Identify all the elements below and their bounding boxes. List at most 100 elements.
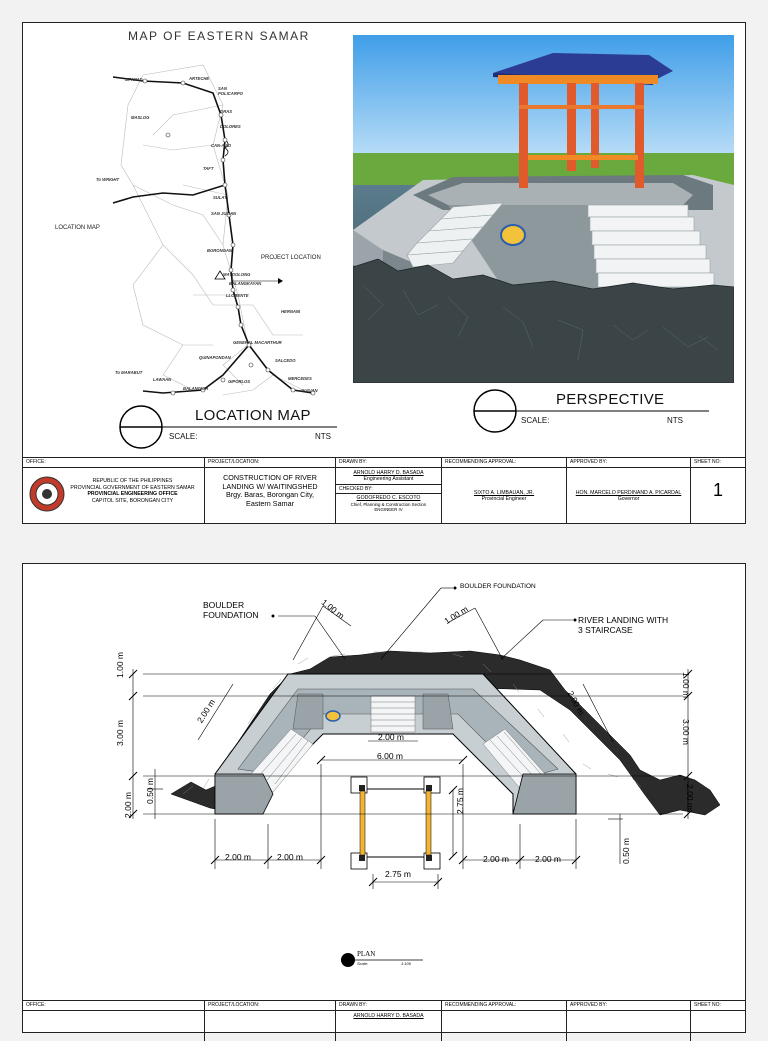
checked-by-name: GODOFREDO C. ESCOTO xyxy=(356,495,421,501)
office-cell: OFFICE: REPUBLIC OF THE PHILIPPINES PROV… xyxy=(23,458,205,524)
drawn-by-name: ARNOLD HARRY D. BASADA xyxy=(353,1013,424,1019)
dim-label: 1.00 m xyxy=(115,652,125,678)
title-block-2: OFFICE: PROJECT/LOCATION: DRAWN BY: ARNO… xyxy=(23,1000,745,1041)
dim-label: 1.00 m xyxy=(681,672,691,698)
dim-label: 2.75 m xyxy=(455,788,465,814)
dim-label: 3.00 m xyxy=(115,720,125,746)
dim-label: 2.00 m xyxy=(685,784,695,810)
approved-cell: APPROVED BY: HON. MARCELO PERDINAND A. P… xyxy=(567,458,691,524)
dim-label: 0.50 m xyxy=(621,838,631,864)
drawn-header: DRAWN BY: xyxy=(336,458,441,468)
town-label: GIPORLOS xyxy=(228,379,251,384)
plan-scale-label: Scale: xyxy=(357,961,369,966)
town-label: LLORENTE xyxy=(226,293,249,298)
office-header: OFFICE: xyxy=(23,1001,204,1011)
perspective-scale-value: NTS xyxy=(667,416,683,425)
town-label: TAFT xyxy=(203,166,214,171)
office-line: CAPITOL SITE, BORONGAN CITY xyxy=(91,497,174,504)
boulder-foundation-label: BOULDER xyxy=(203,600,245,610)
dim-label: 2.00 m xyxy=(123,792,133,818)
sheet-no-header: SHEET NO: xyxy=(691,458,745,468)
drawing-sheet-1: MAP OF EASTERN SAMAR xyxy=(22,22,746,524)
perspective-title: PERSPECTIVE xyxy=(556,391,665,408)
recommending-name: SIXTO A. LIMBAUAN, JR. xyxy=(473,490,535,496)
town-label: GUIUAN xyxy=(301,388,318,393)
town-label: MASLOG xyxy=(131,115,150,120)
town-label: DOLORES xyxy=(220,124,241,129)
sheet-no-header: SHEET NO: xyxy=(691,1001,745,1011)
location-map-side-label: LOCATION MAP xyxy=(55,225,100,231)
town-label: MERCEDES xyxy=(288,376,312,381)
dim-label: 2.75 m xyxy=(385,869,411,879)
location-scale-value: NTS xyxy=(315,432,331,441)
dim-label: 2.00 m xyxy=(483,854,509,864)
town-label: HERNANI xyxy=(281,309,301,314)
recommending-role: Provincial Engineer xyxy=(481,496,527,502)
boulder-foundation-top-label: BOULDER FOUNDATION xyxy=(460,583,536,590)
office-cell: OFFICE: xyxy=(23,1001,205,1041)
approved-header: APPROVED BY: xyxy=(567,1001,690,1011)
town-label: GENERAL MACARTHUR xyxy=(233,340,282,345)
location-map-title-graphic xyxy=(119,405,337,449)
town-label: SAN JULIAN xyxy=(211,211,237,216)
project-line: CONSTRUCTION OF RIVER xyxy=(223,473,317,482)
drawn-checked-cell: DRAWN BY: ARNOLD HARRY D. BASADA Enginee… xyxy=(336,458,442,524)
town-label: CAN-AVID xyxy=(211,143,232,148)
title-block: OFFICE: REPUBLIC OF THE PHILIPPINES PROV… xyxy=(23,457,745,524)
drawn-by-name: ARNOLD HARRY D. BASADA xyxy=(353,470,424,476)
river-landing-label: 3 STAIRCASE xyxy=(578,625,633,635)
town-label: ARTECHE xyxy=(189,76,210,81)
map-arrow-label: To MARABUT xyxy=(115,370,143,375)
project-header: PROJECT/LOCATION: xyxy=(205,1001,335,1011)
dim-label: 6.00 m xyxy=(377,751,403,761)
town-label: MAYDOLONG xyxy=(223,272,251,277)
boulder-foundation-label: FOUNDATION xyxy=(203,610,259,620)
town-label: BALANGKAYAN xyxy=(229,281,262,286)
sheet-no-cell: SHEET NO: xyxy=(691,1001,745,1041)
dim-label: 2.00 m xyxy=(277,852,303,862)
recommending-cell: RECOMMENDING APPROVAL: SIXTO A. LIMBAUAN… xyxy=(442,458,567,524)
town-label: SAN POLICARPO xyxy=(218,86,243,96)
project-line: Eastern Samar xyxy=(246,498,294,508)
town-label: JIPAPAD xyxy=(125,77,143,82)
office-line: REPUBLIC OF THE PHILIPPINES xyxy=(92,478,173,484)
town-label: QUINAPONDAN xyxy=(199,355,231,360)
dim-label: 2.00 m xyxy=(225,852,251,862)
map-arrow-label: To WRIGHT xyxy=(96,177,120,182)
project-cell: PROJECT/LOCATION: CONSTRUCTION OF RIVER … xyxy=(205,458,336,524)
sheet-no-cell: SHEET NO: 1 xyxy=(691,458,745,524)
dim-label: 2.00 m xyxy=(535,854,561,864)
project-location-label: PROJECT LOCATION xyxy=(261,255,321,261)
drawn-by-role: Engineering Assistant xyxy=(363,476,414,482)
perspective-render xyxy=(353,35,734,383)
recommending-header: RECOMMENDING APPROVAL: xyxy=(442,458,566,468)
town-label: ORAS xyxy=(220,109,233,114)
location-map-title: LOCATION MAP xyxy=(195,407,311,424)
checked-by-role: Chief, Planning & Construction Section xyxy=(350,501,427,507)
perspective-title-graphic xyxy=(473,389,709,433)
drawn-cell: DRAWN BY: ARNOLD HARRY D. BASADA xyxy=(336,1001,442,1041)
map-title: MAP OF EASTERN SAMAR xyxy=(128,29,310,43)
plan-scale-value: 1:100 xyxy=(401,961,412,966)
provincial-seal-icon xyxy=(29,476,65,512)
project-header: PROJECT/LOCATION: xyxy=(205,458,335,468)
approved-role: Governor xyxy=(617,496,640,502)
town-label: BORONGAN xyxy=(207,248,232,253)
sheet-number: 1 xyxy=(712,480,723,500)
location-scale-label: SCALE: xyxy=(169,432,198,441)
perspective-scale-label: SCALE: xyxy=(521,416,550,425)
plan-title: PLAN xyxy=(357,950,376,958)
town-label: SULAT xyxy=(213,195,227,200)
town-label: LAWAAN xyxy=(153,377,172,382)
town-label: BALANGIGA xyxy=(183,386,209,391)
river-landing-plan xyxy=(128,586,721,967)
approved-name: HON. MARCELO PERDINAND A. PICARDAL xyxy=(575,490,682,496)
dim-label: 3.00 m xyxy=(681,719,691,745)
office-line: PROVINCIAL ENGINEERING OFFICE xyxy=(87,491,178,497)
town-label: SALCEDO xyxy=(275,358,296,363)
project-cell: PROJECT/LOCATION: xyxy=(205,1001,336,1041)
approved-header: APPROVED BY: xyxy=(567,458,690,468)
checked-header: CHECKED BY: xyxy=(336,484,441,494)
office-line: PROVINCIAL GOVERNMENT OF EASTERN SAMAR xyxy=(70,484,195,491)
project-line: Brgy. Baras, Borongan City, xyxy=(225,490,315,499)
